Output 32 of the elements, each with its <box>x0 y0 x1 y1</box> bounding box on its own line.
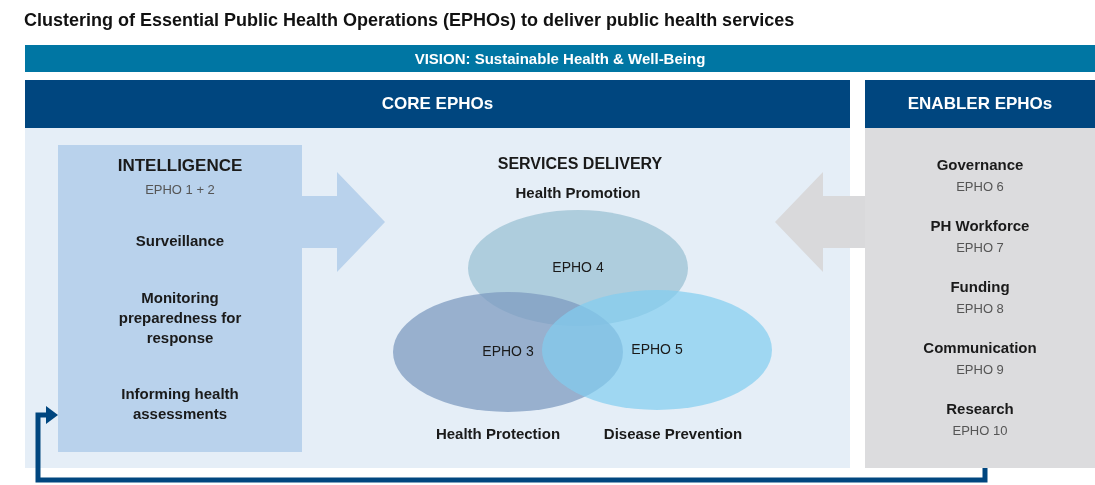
enabler-name: PH Workforce <box>929 217 1031 234</box>
block-arrow <box>775 172 865 272</box>
epho-number: EPHO 9 <box>955 362 1005 377</box>
vision-banner: VISION: Sustainable Health & Well-Being <box>25 45 1095 72</box>
enabler-name: Governance <box>935 156 1025 173</box>
ellipse-label: EPHO 3 <box>481 343 535 359</box>
circle-caption: Health Promotion <box>514 184 642 201</box>
enabler-panel <box>865 80 1095 468</box>
function-label: Informing health assessments <box>120 384 240 424</box>
function-label: Monitoring preparedness for response <box>117 288 243 348</box>
diagram-title: Clustering of Essential Public Health Operations (EPHOs) to deliver public health services <box>24 10 795 31</box>
block-arrow <box>302 172 385 272</box>
epho-number: EPHO 10 <box>951 423 1009 438</box>
enabler-name: Research <box>945 400 1015 417</box>
enabler-name: Funding <box>949 278 1011 295</box>
box-heading: INTELLIGENCE <box>116 156 244 176</box>
feedback-arrow <box>35 406 988 483</box>
section-heading: SERVICES DELIVERY <box>496 155 664 173</box>
ellipse-label: EPHO 5 <box>630 341 684 357</box>
function-label: Surveillance <box>134 231 226 251</box>
ellipse-label: EPHO 4 <box>551 259 605 275</box>
epho-number: EPHO 1 + 2 <box>144 182 216 197</box>
core-panel <box>25 80 850 468</box>
enabler-name: Communication <box>922 339 1038 356</box>
circle-caption: Disease Prevention <box>602 425 744 442</box>
panel-header: CORE EPHOs <box>25 80 850 128</box>
intelligence-box <box>58 145 302 452</box>
epho-number: EPHO 7 <box>955 240 1005 255</box>
circle-caption: Health Protection <box>434 425 562 442</box>
epho-number: EPHO 6 <box>955 179 1005 194</box>
epho-number: EPHO 8 <box>955 301 1005 316</box>
panel-header: ENABLER EPHOs <box>865 80 1095 128</box>
